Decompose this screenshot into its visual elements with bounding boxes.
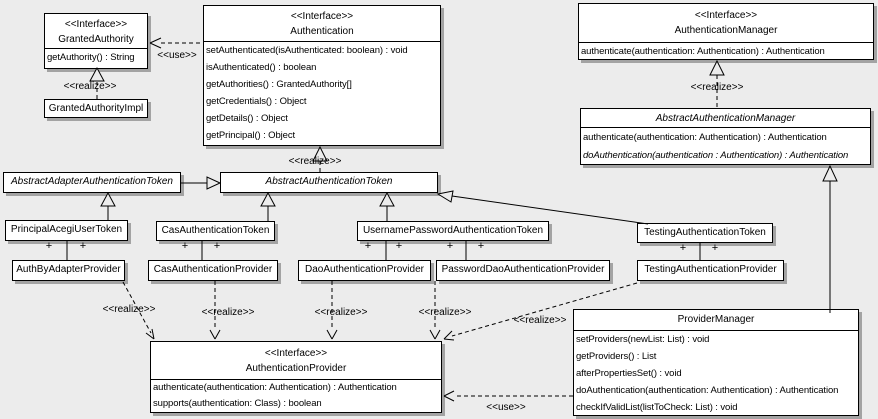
class-abstract-authentication-token[interactable]: AbstractAuthenticationToken [220, 172, 438, 193]
class-name: GrantedAuthority [58, 34, 134, 45]
class-abstract-adapter-authentication-token[interactable]: AbstractAdapterAuthenticationToken [3, 172, 181, 193]
realize-label: <<realize>> [418, 307, 472, 318]
class-password-dao-authentication-provider[interactable]: PasswordDaoAuthenticationProvider [436, 260, 610, 281]
class-dao-authentication-provider[interactable]: DaoAuthenticationProvider [298, 260, 431, 281]
stereotype-label: <<Interface>> [290, 11, 354, 22]
class-name: AbstractAdapterAuthenticationToken [11, 176, 173, 187]
class-authentication-provider[interactable]: <<Interface>> AuthenticationProvider aut… [150, 341, 442, 413]
association-end-label: + [446, 240, 454, 252]
method: setAuthenticated(isAuthenticated: boolea… [206, 45, 408, 56]
edge-provider-manager-extends-abstract-manager [822, 164, 838, 313]
method: getAuthorities() : GrantedAuthority[] [206, 79, 352, 90]
method: authenticate(authentication: Authenticat… [583, 132, 827, 143]
class-provider-manager[interactable]: ProviderManager setProviders(newList: Li… [573, 309, 859, 416]
class-name: AuthenticationProvider [245, 363, 347, 374]
realize-label: <<realize>> [63, 81, 117, 92]
realize-label: <<realize>> [690, 82, 744, 93]
method: doAuthentication(authentication : Authen… [583, 150, 849, 161]
method: setProviders(newList: List) : void [576, 334, 710, 345]
method: afterPropertiesSet() : void [576, 368, 682, 379]
realize-label: <<realize>> [201, 307, 255, 318]
class-name: TestingAuthenticationProvider [644, 264, 777, 275]
stereotype-label: <<Interface>> [264, 348, 328, 359]
class-granted-authority-impl[interactable]: GrantedAuthorityImpl [44, 99, 148, 118]
class-name: PrincipalAcegiUserToken [10, 224, 123, 235]
method: getPrincipal() : Object [206, 130, 296, 141]
class-auth-by-adapter-provider[interactable]: AuthByAdapterProvider [12, 260, 125, 281]
edge-testing-token-extends-abstract-token [436, 190, 649, 225]
stereotype-label: <<Interface>> [64, 19, 128, 30]
edge-provider-manager-uses-authentication-provider [443, 390, 573, 402]
method: doAuthentication(authentication: Authent… [576, 385, 839, 396]
class-name: AbstractAuthenticationManager [655, 113, 796, 124]
class-cas-authentication-token[interactable]: CasAuthenticationToken [156, 221, 275, 241]
class-granted-authority[interactable]: <<Interface>> GrantedAuthority getAuthor… [44, 13, 148, 69]
realize-label: <<realize>> [288, 156, 342, 167]
association-end-label: + [711, 242, 719, 254]
association-end-label: + [395, 240, 403, 252]
association-end-label: + [364, 240, 372, 252]
association-end-label: + [477, 240, 485, 252]
class-name: CasAuthenticationToken [161, 225, 270, 236]
class-principal-acegi-user-token[interactable]: PrincipalAcegiUserToken [5, 220, 128, 241]
method: isAuthenticated() : boolean [206, 62, 317, 73]
method: getCredentials() : Object [206, 96, 307, 107]
class-testing-authentication-provider[interactable]: TestingAuthenticationProvider [637, 260, 784, 281]
association-end-label: + [679, 242, 687, 254]
method: getDetails() : Object [206, 113, 288, 124]
edge-authentication-uses-granted-authority [149, 37, 200, 49]
edge-userpass-token-extends-abstract-token [379, 191, 395, 221]
stereotype-label: <<Interface>> [694, 10, 758, 21]
method: getProviders() : List [576, 351, 657, 362]
class-name: UsernamePasswordAuthenticationToken [362, 225, 544, 236]
class-username-password-authentication-token[interactable]: UsernamePasswordAuthenticationToken [357, 221, 549, 241]
class-name: CasAuthenticationProvider [153, 264, 273, 275]
use-label: <<use>> [157, 50, 197, 61]
edge-cas-token-extends-abstract-token [260, 191, 276, 221]
edge-principal-token-extends-adapter-token [100, 191, 116, 220]
association-end-label: + [181, 240, 189, 252]
method: getAuthority() : String [47, 52, 135, 63]
class-authentication[interactable]: <<Interface>> Authentication setAuthenti… [203, 5, 441, 146]
edge-adapter-token-extends-abstract-token [180, 176, 222, 190]
realize-label: <<realize>> [314, 307, 368, 318]
class-name: AbstractAuthenticationToken [265, 176, 393, 187]
method: authenticate(authentication: Authenticat… [153, 382, 397, 393]
class-name: GrantedAuthorityImpl [48, 103, 144, 114]
class-name: ProviderManager [677, 314, 755, 325]
use-label: <<use>> [486, 402, 526, 413]
class-name: AuthenticationManager [674, 25, 778, 36]
realize-label: <<realize>> [513, 315, 567, 326]
class-name: AuthByAdapterProvider [16, 264, 121, 275]
class-name: DaoAuthenticationProvider [305, 264, 424, 275]
method: authenticate(authentication: Authenticat… [581, 46, 825, 57]
realize-label: <<realize>> [102, 304, 156, 315]
class-name: Authentication [290, 26, 354, 37]
association-end-label: + [79, 240, 87, 252]
class-abstract-authentication-manager[interactable]: AbstractAuthenticationManager authentica… [580, 108, 871, 165]
class-authentication-manager[interactable]: <<Interface>> AuthenticationManager auth… [578, 3, 874, 60]
association-end-label: + [213, 240, 221, 252]
class-name: TestingAuthenticationToken [644, 227, 766, 238]
association-end-label: + [45, 240, 53, 252]
class-testing-authentication-token[interactable]: TestingAuthenticationToken [637, 223, 773, 243]
class-cas-authentication-provider[interactable]: CasAuthenticationProvider [148, 260, 278, 281]
method: checkIfValidList(listToCheck: List) : vo… [576, 402, 738, 413]
class-name: PasswordDaoAuthenticationProvider [441, 264, 605, 275]
method: supports(authentication: Class) : boolea… [153, 398, 322, 409]
